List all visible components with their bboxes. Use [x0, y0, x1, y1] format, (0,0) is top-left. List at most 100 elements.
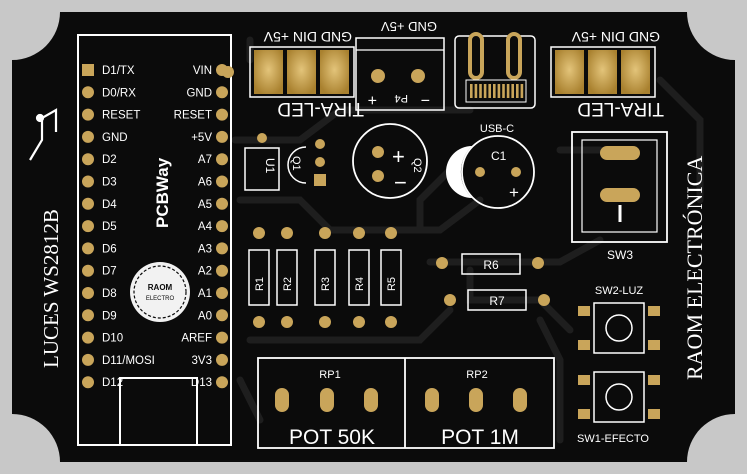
usb-c-connector: USB-C	[454, 32, 536, 135]
tira-left-header: GND DIN +5V	[263, 29, 352, 45]
svg-text:SW2-LUZ: SW2-LUZ	[595, 285, 644, 297]
svg-text:+: +	[509, 183, 519, 202]
arduino-right-pin-label: A0	[198, 310, 212, 322]
arduino-left-pin-label: D6	[102, 243, 117, 255]
usb-outline	[119, 377, 198, 446]
arduino-left-pin-label: GND	[102, 132, 128, 144]
arduino-pin-pad	[82, 242, 94, 255]
resistor-label: R4	[354, 277, 366, 291]
q2-capacitor: + − Q2	[352, 123, 428, 199]
svg-text:U1: U1	[263, 158, 277, 174]
arduino-pin-pad	[82, 220, 94, 233]
pot2-label: POT 1M	[441, 426, 519, 449]
arduino-pin-pad	[216, 108, 228, 121]
arduino-pin-pad	[216, 309, 228, 322]
svg-text:R7: R7	[489, 294, 505, 308]
usb-pin	[497, 84, 501, 98]
svg-text:C1: C1	[491, 149, 507, 163]
resistor-label: R5	[386, 277, 398, 291]
arduino-pin-pad	[82, 264, 94, 277]
arduino-pin-pad	[82, 376, 94, 389]
board-title-right: RAOM ELECTRÓNICA	[682, 156, 707, 380]
potentiometers: RP1 RP2 POT 50K POT 1M	[257, 357, 555, 449]
usb-c-label: USB-C	[480, 123, 514, 135]
arduino-pin-pad	[82, 175, 94, 188]
arduino-pin-pad	[82, 86, 94, 99]
arduino-right-pin-label: A6	[198, 177, 212, 189]
arduino-right-pin-label: VIN	[193, 65, 212, 77]
svg-text:−: −	[394, 170, 407, 195]
p4-header: GND +5V	[381, 19, 437, 34]
svg-text:P4: P4	[395, 92, 408, 104]
arduino-pin-pad	[82, 130, 94, 143]
arduino-pin-pad	[82, 353, 94, 366]
arduino-pin-pad	[82, 287, 94, 299]
tira-led-left-connector: GND DIN +5V TIRA-LED	[222, 29, 364, 119]
usb-pin	[493, 84, 496, 98]
arduino-pin-pad	[216, 86, 228, 99]
arduino-pin-pad	[216, 331, 228, 344]
svg-text:RP1: RP1	[319, 369, 340, 381]
arduino-left-pin-label: D2	[102, 154, 117, 166]
tira-led-right-connector: GND DIN +5V TIRA-LED	[550, 29, 664, 119]
arduino-pin-pad	[216, 153, 228, 166]
arduino-left-pin-label: D7	[102, 266, 117, 278]
resistor-label: R2	[282, 277, 294, 291]
resistor-r1: R1	[248, 227, 270, 328]
arduino-pin-pad	[82, 309, 94, 322]
arduino-pin-pad	[82, 197, 94, 210]
arduino-left-pin-label: D10	[102, 333, 123, 345]
svg-text:RAOM: RAOM	[148, 283, 173, 292]
arduino-pin-pad	[82, 331, 94, 344]
arduino-right-pin-label: GND	[186, 87, 212, 99]
sw3-switch: SW3	[571, 131, 668, 262]
usb-pin	[474, 84, 478, 98]
resistor-label: R3	[320, 277, 332, 291]
arduino-left-pin-label: RESET	[102, 110, 140, 122]
arduino-left-pins: D1/TXD0/RXRESETGNDD2D3D4D5D6D7D8D9D10D11…	[82, 64, 155, 389]
svg-text:+: +	[392, 144, 405, 169]
music-note-icon	[29, 108, 58, 161]
arduino-right-pin-label: 3V3	[192, 355, 212, 367]
arduino-left-pin-label: D0/RX	[102, 87, 136, 99]
svg-text:SW1-EFECTO: SW1-EFECTO	[577, 433, 649, 445]
raom-logo: RAOM ELECTRO	[130, 262, 190, 322]
board-title-left: LUCES WS2812B	[39, 209, 63, 368]
arduino-pin-pad	[216, 197, 228, 210]
resistor-r3: R3	[314, 227, 336, 328]
usb-pin	[479, 84, 482, 98]
usb-pin	[516, 84, 519, 98]
arduino-right-pin-label: A7	[198, 154, 212, 166]
svg-text:SW3: SW3	[607, 248, 633, 262]
resistor-r2: R2	[276, 227, 298, 328]
arduino-left-pin-label: D5	[102, 221, 117, 233]
tira-left-label: TIRA-LED	[277, 98, 364, 119]
arduino-right-pin-label: A3	[198, 243, 212, 255]
arduino-right-pin-label: +5V	[191, 132, 212, 144]
arduino-pin-pad	[82, 108, 94, 121]
arduino-right-pin-label: AREF	[181, 333, 212, 345]
usb-pin	[506, 84, 510, 98]
r7-resistor: R7	[444, 289, 550, 311]
arduino-pin-pad	[216, 264, 228, 277]
r6-resistor: R6	[436, 253, 544, 275]
resistor-r5: R5	[380, 227, 402, 328]
usb-pin	[483, 84, 487, 98]
arduino-left-pin-label: D12	[102, 377, 123, 389]
p4-connector: GND +5V + P4 −	[355, 19, 445, 111]
svg-text:ELECTRO: ELECTRO	[146, 296, 175, 302]
tira-right-label: TIRA-LED	[577, 98, 664, 119]
sw2-button: SW2-LUZ	[578, 285, 660, 354]
arduino-pin-pad	[216, 287, 228, 299]
arduino-left-pin-label: D9	[102, 310, 117, 322]
arduino-left-pin-label: D11/MOSI	[102, 355, 155, 367]
arduino-pin-pad	[216, 175, 228, 188]
arduino-pin-pad	[216, 353, 228, 366]
tira-right-header: GND DIN +5V	[571, 29, 660, 45]
usb-pin	[470, 84, 473, 98]
svg-text:RP2: RP2	[466, 369, 487, 381]
arduino-right-pin-label: A5	[198, 199, 212, 211]
usb-pin	[488, 84, 491, 98]
